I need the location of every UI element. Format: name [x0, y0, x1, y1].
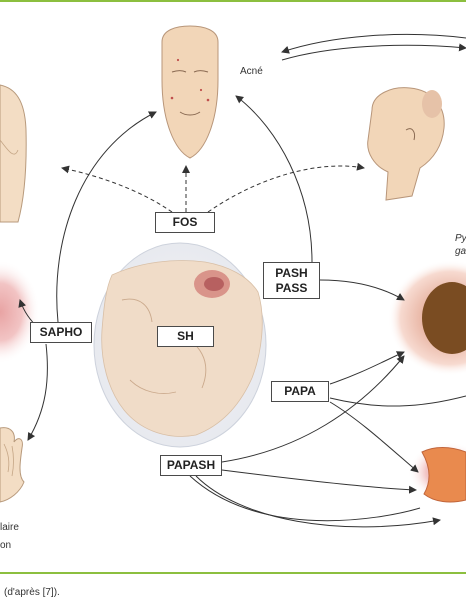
- fos-to-right-arrow: [207, 162, 365, 213]
- pash-to-wound-arrow: [319, 279, 405, 301]
- left-shoulder-illustration: [0, 84, 27, 223]
- left-shoulder-line: [0, 139, 19, 155]
- sh-lesion-core: [204, 277, 224, 291]
- top-divider: [0, 0, 466, 2]
- label-pyoderma-2: ga: [455, 246, 466, 257]
- left-hand-fingers: [3, 443, 14, 477]
- node-papash: PAPASH: [160, 455, 222, 476]
- papash-bottom-arrow: [195, 475, 441, 528]
- papa-to-wound-arrow: [329, 351, 405, 385]
- papash-to-joint-arrow: [221, 469, 417, 494]
- node-pass-label: PASS: [275, 281, 308, 295]
- node-pash-label: PASH: [275, 266, 308, 280]
- label-pyoderma-1: Py: [455, 233, 466, 244]
- pyoderma-wound-core: [422, 282, 466, 354]
- bottom-divider: [0, 572, 466, 574]
- acne-face-illustration: [161, 25, 219, 159]
- right-head-illustration: [367, 87, 445, 201]
- papash-to-wound-arrow: [221, 355, 405, 463]
- node-sh: SH: [157, 326, 214, 347]
- scalp-lesions: [422, 90, 442, 118]
- right-head-ear: [405, 128, 415, 141]
- figure-caption: (d'après [7]).: [4, 587, 60, 598]
- joint-illustration: [421, 447, 466, 503]
- papa-to-right-arrow: [329, 395, 466, 407]
- node-sapho: SAPHO: [30, 322, 92, 343]
- node-papa: PAPA: [271, 381, 329, 402]
- top-right-arrow-1: [281, 33, 466, 54]
- label-bottom-left-1: laire: [0, 522, 19, 533]
- node-pash-pass: PASH PASS: [263, 262, 320, 299]
- top-right-arrow-2: [281, 43, 466, 61]
- label-bottom-left-2: on: [0, 540, 12, 551]
- sapho-to-face-arrow: [56, 111, 157, 323]
- left-red-lesion: [0, 260, 40, 364]
- node-fos: FOS: [155, 212, 215, 233]
- torso-body: [101, 260, 263, 437]
- acne-face-features: [171, 70, 209, 116]
- label-acne: Acné: [240, 66, 263, 77]
- fos-to-left-arrow: [61, 165, 173, 213]
- pash-to-face-arrow: [235, 95, 313, 263]
- left-hand-illustration: [0, 427, 25, 503]
- sapho-to-hand-arrow: [27, 343, 48, 441]
- papash-to-wound-arrow-2: [189, 475, 421, 522]
- papa-to-joint-arrow: [329, 401, 419, 473]
